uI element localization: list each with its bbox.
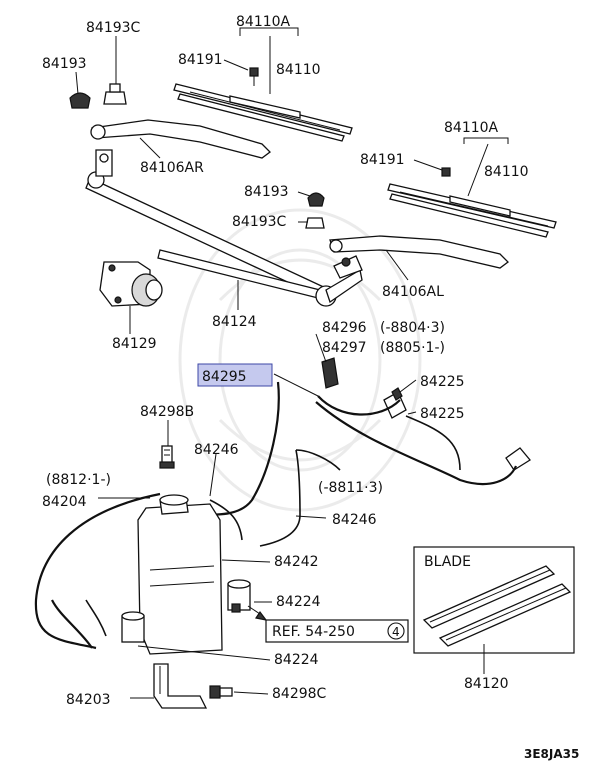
- wiper-blade-right[interactable]: [173, 83, 353, 142]
- bolt-84191-right[interactable]: [441, 167, 451, 177]
- label-84224-b: 84224: [274, 652, 319, 668]
- nut-84193c-mid[interactable]: [305, 217, 325, 229]
- watermark-emblem: [178, 208, 422, 512]
- wiper-arm-right[interactable]: [90, 119, 271, 159]
- label-84246-b: 84246: [332, 512, 377, 528]
- leader-lines: [75, 27, 509, 699]
- label-84298c: 84298C: [272, 686, 327, 702]
- label-84242: 84242: [274, 554, 319, 570]
- label-84106ar: 84106AR: [140, 160, 204, 176]
- label-84110a-right: 84110A: [444, 120, 499, 136]
- label-84110a-top: 84110A: [236, 14, 291, 30]
- note-8811: (-8811·3): [318, 480, 383, 496]
- label-84298b: 84298B: [140, 404, 194, 420]
- bolt-84191-top[interactable]: [249, 67, 259, 86]
- screw-84298b[interactable]: [159, 445, 175, 469]
- diagram-code: 3E8JA35: [524, 747, 579, 761]
- ref-box[interactable]: [265, 619, 409, 643]
- label-84191-top: 84191: [178, 52, 223, 68]
- highlight-84295[interactable]: [197, 363, 273, 387]
- nut-84193c-top[interactable]: [103, 83, 127, 105]
- label-84225-b: 84225: [420, 406, 465, 422]
- label-84297-note: (8805·1-): [380, 340, 445, 356]
- cap-84193-top[interactable]: [69, 92, 91, 109]
- washer-nozzle-b[interactable]: [505, 447, 531, 471]
- washer-reservoir[interactable]: [137, 494, 223, 655]
- label-84204: 84204: [42, 494, 87, 510]
- bolt-84298c[interactable]: [209, 685, 233, 699]
- label-84296-note: (-8804·3): [380, 320, 445, 336]
- washer-pump-a[interactable]: [227, 579, 251, 613]
- label-84124: 84124: [212, 314, 257, 330]
- wiper-blade-left[interactable]: [387, 183, 557, 238]
- label-84203: 84203: [66, 692, 111, 708]
- blade-inset-title: BLADE: [424, 554, 471, 570]
- note-8812: (8812·1-): [46, 472, 111, 488]
- label-84246-a: 84246: [194, 442, 239, 458]
- label-84295[interactable]: 84295: [202, 369, 247, 385]
- label-84296: 84296: [322, 320, 367, 336]
- label-84193c-mid: 84193C: [232, 214, 287, 230]
- label-84129: 84129: [112, 336, 157, 352]
- label-84224-a: 84224: [276, 594, 321, 610]
- label-84297: 84297: [322, 340, 367, 356]
- wiper-arm-left[interactable]: [329, 235, 509, 279]
- blade-inset: [413, 546, 575, 654]
- label-84193-top: 84193: [42, 56, 87, 72]
- label-84110-top: 84110: [276, 62, 321, 78]
- ref-number: 4: [392, 625, 400, 639]
- check-valve[interactable]: [321, 357, 339, 389]
- ref-text[interactable]: REF. 54-250: [272, 624, 355, 640]
- label-84193-mid: 84193: [244, 184, 289, 200]
- wiper-motor[interactable]: [99, 261, 163, 307]
- cap-84193-mid[interactable]: [307, 192, 325, 207]
- label-84110-right: 84110: [484, 164, 529, 180]
- label-84191-right: 84191: [360, 152, 405, 168]
- wiper-linkage[interactable]: [85, 149, 363, 307]
- reservoir-bracket[interactable]: [153, 663, 208, 709]
- washer-pump-b[interactable]: [121, 611, 145, 643]
- arrow-to-ref: [247, 605, 268, 621]
- label-84225-a: 84225: [420, 374, 465, 390]
- label-84193c-top: 84193C: [86, 20, 141, 36]
- label-84106al: 84106AL: [382, 284, 444, 300]
- label-84120: 84120: [464, 676, 509, 692]
